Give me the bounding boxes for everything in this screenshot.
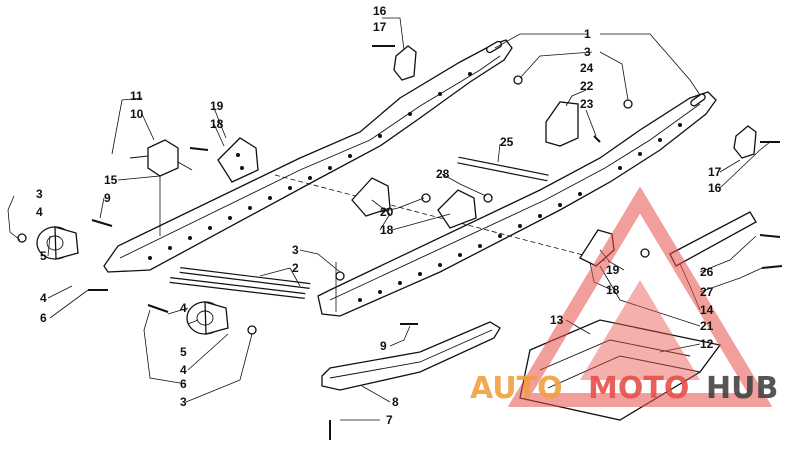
callout-17-top: 17 bbox=[373, 20, 387, 34]
callout-6-bottom: 6 bbox=[180, 377, 187, 391]
watermark-hub: HUB bbox=[706, 371, 778, 406]
callout-8: 8 bbox=[392, 395, 399, 409]
bolts bbox=[17, 45, 783, 440]
callout-3-left: 3 bbox=[36, 187, 43, 201]
callout-15: 15 bbox=[104, 173, 118, 187]
callout-5-bottom: 5 bbox=[180, 345, 187, 359]
callout-4-bottom: 4 bbox=[180, 301, 187, 315]
leader-lines bbox=[7, 17, 771, 421]
callout-21: 21 bbox=[700, 319, 714, 333]
watermark-triangle-inner bbox=[580, 280, 700, 380]
callout-numbers: 16 17 1 3 24 22 23 11 10 19 18 25 17 16 … bbox=[36, 4, 722, 427]
callout-1: 1 bbox=[584, 27, 591, 41]
callout-27: 27 bbox=[700, 285, 714, 299]
block-22 bbox=[545, 101, 579, 147]
callout-5-left: 5 bbox=[40, 249, 47, 263]
callout-25: 25 bbox=[500, 135, 514, 149]
callout-3-bottom: 3 bbox=[180, 395, 187, 409]
clip-17-top bbox=[393, 45, 417, 81]
callout-3-middle: 3 bbox=[292, 243, 299, 257]
bracket-18-center bbox=[351, 177, 477, 229]
callout-11: 11 bbox=[130, 89, 143, 103]
slide-rail-right bbox=[317, 91, 717, 317]
callout-18-center: 18 bbox=[380, 223, 394, 237]
wheel-left-upper bbox=[36, 226, 79, 260]
callout-28: 28 bbox=[436, 167, 450, 181]
bracket-18-left bbox=[217, 137, 259, 183]
rail-left-holes bbox=[148, 72, 472, 260]
callout-7: 7 bbox=[386, 413, 393, 427]
bracket-10 bbox=[129, 139, 193, 177]
wheel-left-lower bbox=[186, 301, 229, 335]
watermark: AUTO MOTO HUB bbox=[470, 186, 778, 407]
callout-3-top: 3 bbox=[584, 45, 591, 59]
callout-12: 12 bbox=[700, 337, 714, 351]
watermark-triangle bbox=[507, 186, 773, 407]
callout-20: 20 bbox=[380, 205, 394, 219]
callout-13: 13 bbox=[550, 313, 564, 327]
clip-17-right bbox=[733, 125, 757, 159]
callout-19-left: 19 bbox=[210, 99, 224, 113]
callout-17-right: 17 bbox=[708, 165, 722, 179]
callout-9-bottom: 9 bbox=[380, 339, 387, 353]
wear-strip-8 bbox=[321, 321, 501, 391]
callout-23: 23 bbox=[580, 97, 594, 111]
callout-4-bottom-2: 4 bbox=[180, 363, 187, 377]
callout-4-left-lower: 4 bbox=[40, 291, 47, 305]
callout-22: 22 bbox=[580, 79, 594, 93]
callout-6-left: 6 bbox=[40, 311, 47, 325]
callout-16-right: 16 bbox=[708, 181, 722, 195]
callout-2: 2 bbox=[292, 261, 299, 275]
callout-18-left: 18 bbox=[210, 117, 224, 131]
callout-18-right: 18 bbox=[606, 283, 620, 297]
watermark-auto: AUTO bbox=[470, 371, 563, 406]
callout-10: 10 bbox=[130, 107, 144, 121]
callout-24: 24 bbox=[580, 61, 594, 75]
slide-rail-left bbox=[103, 39, 513, 273]
callout-4-left: 4 bbox=[36, 205, 43, 219]
callout-14: 14 bbox=[700, 303, 714, 317]
watermark-moto: MOTO bbox=[588, 371, 689, 406]
rail-right-holes bbox=[358, 123, 682, 302]
callout-9-left: 9 bbox=[104, 191, 111, 205]
callout-19-right: 19 bbox=[606, 263, 620, 277]
cross-shafts bbox=[169, 156, 611, 299]
callout-16-top: 16 bbox=[373, 4, 387, 18]
callout-26: 26 bbox=[700, 265, 714, 279]
